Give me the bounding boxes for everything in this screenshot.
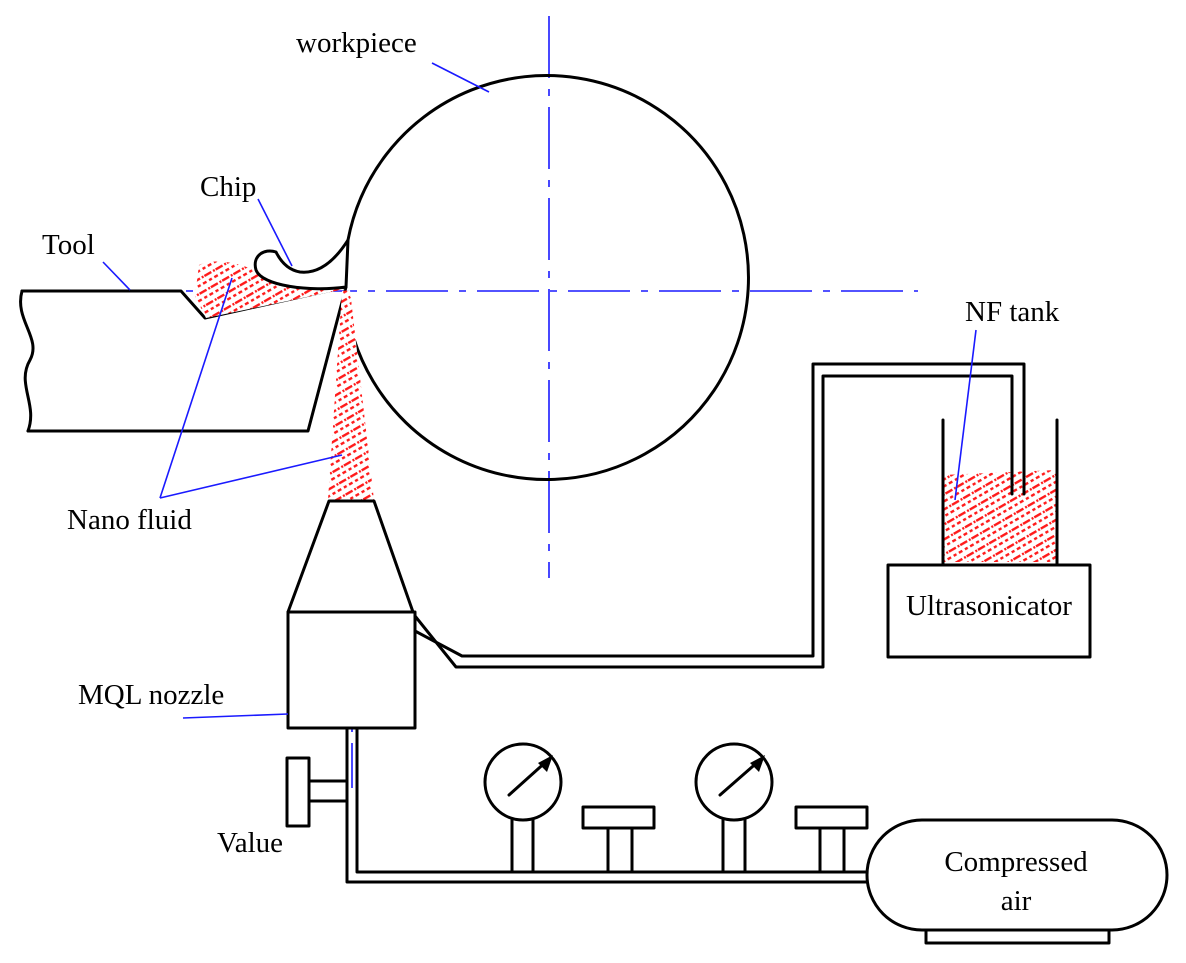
chip-label: Chip (200, 171, 256, 203)
tool-leader (102, 261, 131, 291)
regulator-1 (581, 805, 656, 874)
compressed-air-label-line2: air (1001, 885, 1032, 917)
valve (285, 756, 349, 828)
mql-nozzle-label: MQL nozzle (78, 679, 224, 711)
cutting-tool (19, 285, 348, 433)
nf-tank-leader (954, 329, 977, 501)
gauge-1-needle-tip (538, 755, 553, 772)
gauge-2-needle-tip (750, 755, 765, 772)
labels: workpiece Chip Tool Nano fluid NF tank U… (42, 27, 1088, 917)
nano-fluid-leader-rake (159, 277, 233, 499)
air-pipe-outer (345, 726, 870, 884)
nano-fluid-flank-stream (328, 290, 374, 500)
tool-body (20, 285, 348, 433)
tool-label: Tool (42, 229, 95, 261)
fluid-pipe-inner (413, 362, 1026, 658)
center-lines (22, 16, 918, 788)
ultrasonicator-box (886, 563, 1092, 659)
pressure-gauge-1 (483, 742, 563, 874)
valve-handle-icon (285, 756, 311, 828)
air-supply-pipe (345, 726, 870, 884)
nf-tank-assembly (886, 418, 1092, 659)
ultrasonicator-label: Ultrasonicator (906, 590, 1072, 622)
workpiece-outline (343, 74, 750, 481)
chip (253, 238, 350, 291)
compressed-air-tank (865, 818, 1169, 945)
regulator-2 (794, 805, 869, 874)
air-pipe-inner (355, 726, 870, 874)
nf-tank-label: NF tank (965, 296, 1060, 328)
chip-leader (257, 198, 293, 267)
tool-break-line (19, 289, 35, 433)
valve-label: Value (217, 827, 283, 859)
nano-fluid-regions (195, 261, 1057, 562)
regulator-1-top (581, 805, 656, 830)
nano-fluid-rake (195, 261, 345, 318)
pressure-gauge-2 (694, 742, 774, 874)
valve-stem (307, 779, 349, 803)
air-tank-body (865, 818, 1169, 932)
leader-lines (102, 62, 977, 719)
fluid-pipe-outer (413, 374, 1014, 669)
fluid-supply-pipe (413, 362, 1026, 669)
nozzle-body (286, 610, 417, 730)
nano-fluid-leader-stream (159, 454, 343, 499)
nano-fluid-tank-content (943, 470, 1057, 562)
mql-nozzle-leader (182, 713, 289, 719)
regulator-2-top (794, 805, 869, 830)
nozzle-cone (286, 499, 415, 614)
nano-fluid-label: Nano fluid (67, 504, 192, 536)
compressed-air-label-line1: Compressed (944, 846, 1088, 878)
workpiece-leader (431, 62, 490, 93)
workpiece-label: workpiece (296, 27, 417, 59)
mql-nozzle (286, 499, 417, 730)
